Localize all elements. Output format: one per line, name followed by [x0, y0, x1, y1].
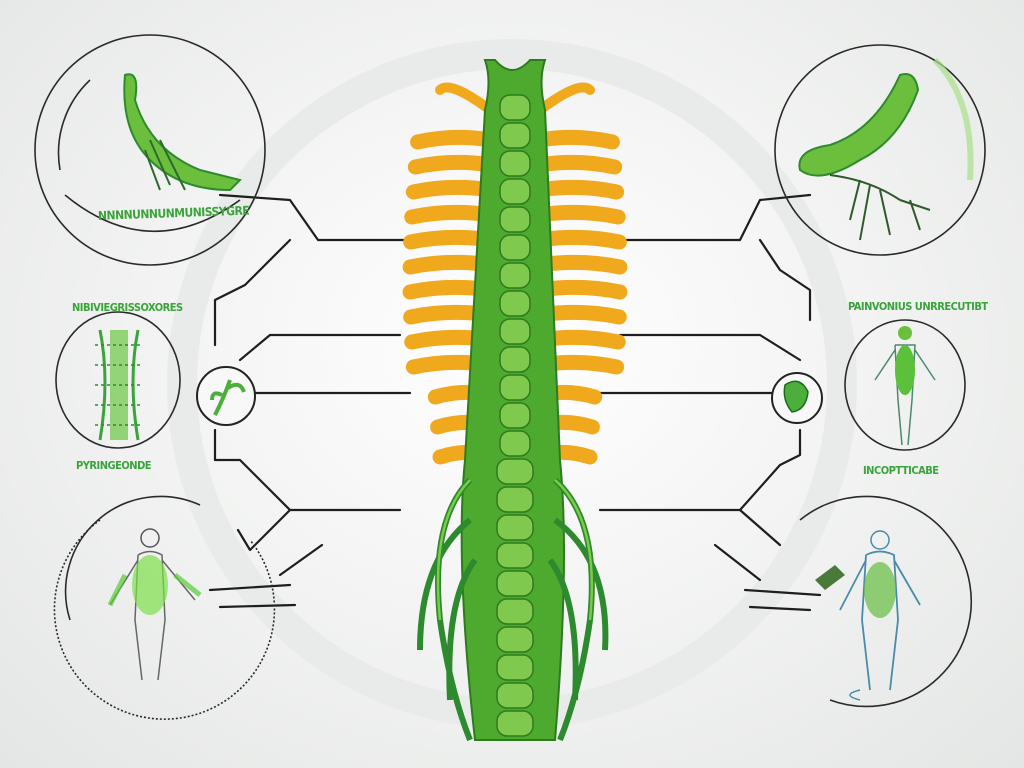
rib [435, 82, 495, 115]
nerve-branches-icon [829, 174, 931, 241]
vertebra [499, 318, 531, 345]
circle-top-right [774, 44, 986, 256]
circle-top-left: NNNNUNNUNMUNISSYGRE [34, 34, 266, 266]
circle-bottom-left [53, 495, 276, 720]
connector-left-branch [213, 238, 292, 347]
connector-lines [208, 193, 822, 612]
rib [532, 179, 625, 200]
organ-icon [798, 73, 920, 177]
vertebra [496, 542, 534, 569]
circle-mid-right [844, 319, 966, 451]
vertebra [499, 262, 531, 289]
circle-bottom-right [799, 495, 973, 708]
connector-top-right [593, 193, 812, 242]
human-figure-icon [839, 530, 921, 701]
vertebra [499, 150, 531, 177]
vertebra [499, 430, 531, 457]
vertebra [496, 710, 534, 737]
rib [405, 179, 498, 200]
rib [535, 82, 595, 115]
vertebra [496, 626, 534, 653]
circle-mid-left [55, 311, 181, 449]
rib [410, 129, 498, 150]
connector-bottom-left [208, 543, 324, 609]
vertebra [499, 374, 531, 401]
plant-icon [210, 379, 246, 416]
rib [532, 229, 627, 250]
rib [532, 204, 626, 225]
vertebra [499, 206, 531, 233]
vertebra [496, 486, 534, 513]
organ-icon [123, 73, 242, 192]
label-lower-right: INCOPTTICABE [863, 464, 939, 477]
human-figure-icon [874, 326, 936, 446]
vertebra [496, 682, 534, 709]
connector-lower-right [598, 428, 802, 512]
connector-lower-left [213, 428, 402, 512]
rib [532, 154, 623, 175]
connector-lower-right-branch [738, 508, 782, 547]
connector-mid-right [618, 333, 802, 362]
vertebra [499, 402, 531, 429]
connector-right-branch [758, 238, 812, 322]
device-icon [815, 565, 845, 590]
vertebra [499, 234, 531, 261]
label-mid-left: NIBIVIEGRISSOXORES [72, 301, 183, 314]
spine-column [417, 59, 609, 742]
vertebra [496, 598, 534, 625]
vertebra [499, 94, 531, 121]
human-figure-icon [107, 528, 202, 681]
rib [407, 154, 498, 175]
vertebra [496, 514, 534, 541]
vertebrae [496, 94, 534, 737]
connector-mid-left [238, 333, 402, 362]
connector-lower-left-branch [236, 508, 292, 552]
vertebra [499, 178, 531, 205]
label-lower-left: PYRINGEONDE [76, 459, 152, 472]
vertebra [496, 570, 534, 597]
heart-icon [783, 380, 809, 413]
label-top-left-arc: NNNNUNNUNMUNISSYGRE [98, 204, 250, 223]
vertebra [499, 122, 531, 149]
node-left [196, 366, 256, 426]
vertebra [499, 346, 531, 373]
vertebra [496, 654, 534, 681]
connector-bottom-right [713, 543, 822, 612]
node-right [771, 372, 823, 424]
label-mid-right: PAINVONIUS UNRRECUTIBT [848, 300, 988, 313]
vertebra [496, 458, 534, 485]
rib [532, 129, 620, 150]
vertebra [499, 290, 531, 317]
